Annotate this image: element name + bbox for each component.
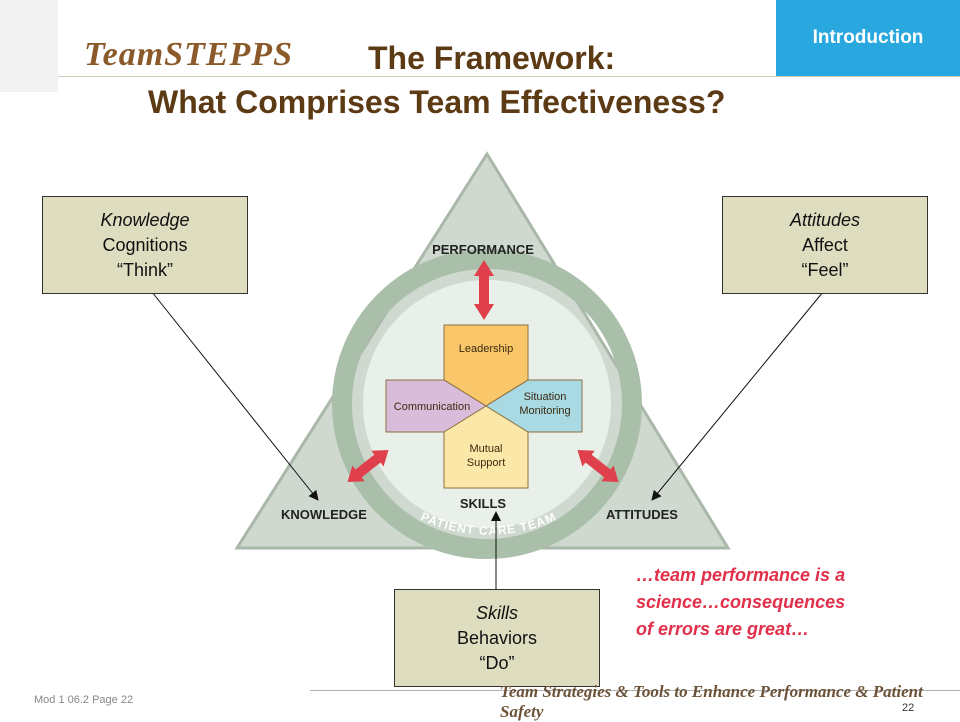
corner-block (0, 0, 58, 92)
attitudes-box-line3: “Feel” (801, 259, 849, 280)
red-arrows (347, 260, 619, 483)
knowledge-label: KNOWLEDGE (281, 507, 367, 522)
attitudes-box-line2: Affect (802, 234, 848, 255)
communication-label: Communication (394, 401, 470, 413)
situation-label-line1: Situation (524, 391, 567, 403)
knowledge-box-line3: “Think” (116, 259, 173, 280)
knowledge-box-title: Knowledge (100, 209, 190, 230)
header-rule (58, 76, 960, 77)
attitudes-arrow (577, 449, 619, 483)
team-performance-quote: …team performance is a science…consequen… (636, 562, 936, 643)
support-label-line2: Support (467, 457, 506, 469)
attitudes-label: ATTITUDES (606, 507, 678, 522)
teamstepps-logo: TeamSTEPPS (84, 36, 293, 73)
knowledge-arrow (347, 449, 389, 483)
page-title-line1: The Framework: (368, 40, 616, 76)
communication-piece (385, 379, 487, 433)
attitudes-connector (651, 291, 824, 501)
attitudes-box: Attitudes Affect “Feel” (722, 196, 928, 294)
situation-monitoring-piece (485, 379, 583, 433)
skills-box-line2: Behaviors (456, 627, 538, 648)
skills-box: Skills Behaviors “Do” (394, 589, 600, 687)
quote-line3: of errors are great… (636, 619, 810, 639)
skills-box-line3: “Do” (479, 652, 515, 673)
section-tab-label: Introduction (812, 27, 924, 48)
page-number: 22 (902, 702, 915, 714)
section-tab-introduction[interactable]: Introduction (776, 0, 960, 76)
module-page-label: Mod 1 06.2 Page 22 (34, 694, 134, 706)
support-label-line1: Mutual (469, 443, 502, 455)
situation-label-line2: Monitoring (519, 405, 570, 417)
patient-care-team-ring (332, 249, 642, 559)
performance-label: PERFORMANCE (432, 242, 534, 257)
quote-line1: …team performance is a (636, 565, 846, 585)
quote-line2: science…consequences (636, 592, 846, 612)
skills-box-title: Skills (475, 602, 518, 623)
knowledge-box-line2: Cognitions (102, 234, 188, 255)
knowledge-box: Knowledge Cognitions “Think” (42, 196, 248, 294)
footer-tagline: Team Strategies & Tools to Enhance Perfo… (500, 682, 923, 721)
performance-arrow (474, 260, 494, 320)
skills-label: SKILLS (460, 496, 507, 511)
page-title-line2: What Comprises Team Effectiveness? (148, 84, 726, 120)
attitudes-box-title: Attitudes (789, 209, 861, 230)
footer-rule (310, 690, 960, 691)
knowledge-connector (151, 291, 319, 501)
leadership-label: Leadership (459, 343, 513, 355)
